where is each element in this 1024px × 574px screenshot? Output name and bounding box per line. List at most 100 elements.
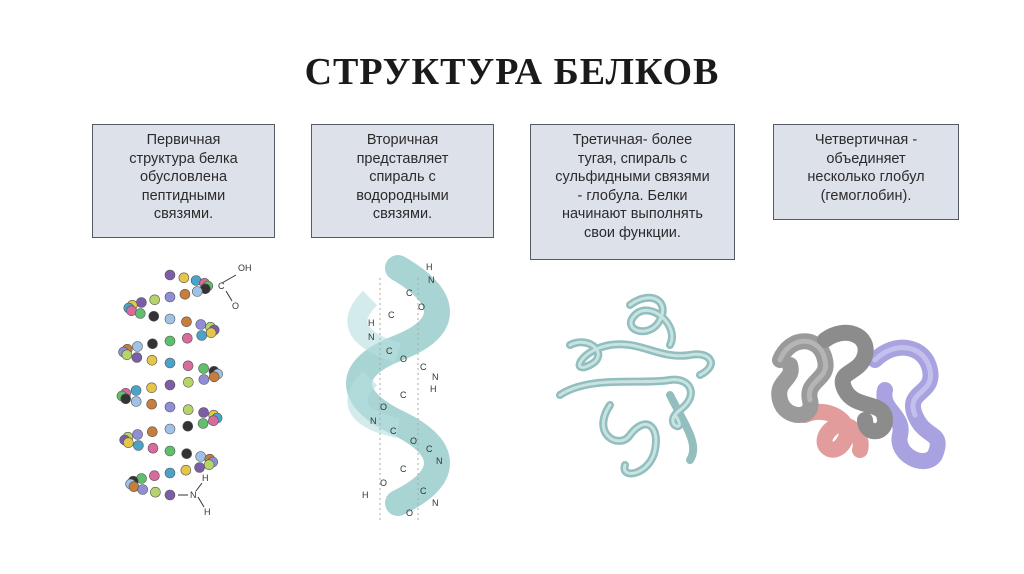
amino-acid-bead	[164, 467, 176, 479]
helix-atom-label: N	[432, 372, 439, 382]
amino-acid-bead	[198, 374, 210, 385]
amino-acid-bead	[164, 423, 176, 435]
amino-acid-bead	[164, 357, 176, 369]
amino-acid-bead	[164, 291, 176, 303]
amino-acid-bead	[164, 401, 176, 413]
amino-acid-bead	[208, 415, 219, 426]
amino-acid-bead	[182, 360, 194, 372]
amino-acid-bead	[198, 407, 209, 418]
quaternary-structure-box: Четвертичная - объединяет несколько глоб…	[773, 124, 959, 220]
amino-acid-bead	[148, 310, 160, 322]
amino-acid-bead	[196, 330, 207, 341]
amino-acid-bead	[130, 396, 142, 407]
helix-atom-label: N	[432, 498, 439, 508]
tertiary-structure-box: Третичная- более тугая, спираль с сульфи…	[530, 124, 735, 260]
helix-atom-label: H	[426, 262, 433, 272]
helix-atom-label: O	[380, 402, 387, 412]
amino-acid-bead	[123, 437, 134, 448]
amino-acid-bead	[146, 382, 157, 394]
amino-acid-bead	[120, 393, 131, 405]
helix-atom-label: C	[406, 288, 413, 298]
helix-atom-label: C	[388, 310, 395, 320]
amino-acid-bead	[203, 459, 215, 470]
amino-acid-bead	[179, 288, 191, 300]
helix-atom-label: O	[380, 478, 387, 488]
amino-acid-bead	[164, 335, 176, 347]
globule-red	[797, 403, 869, 458]
amino-acid-bead	[194, 462, 205, 473]
amino-acid-bead	[150, 486, 161, 498]
helix-atom-label: C	[390, 426, 397, 436]
amino-acid-bead	[208, 371, 220, 383]
amino-acid-bead	[131, 352, 143, 363]
helix-atom-label: C	[400, 390, 407, 400]
amino-acid-bead	[147, 442, 159, 454]
amino-acid-bead	[164, 489, 176, 501]
amino-acid-bead	[137, 484, 149, 495]
amino-acid-bead	[149, 470, 160, 481]
chem-label-h-bottom: H	[204, 507, 211, 517]
helix-atom-label: C	[400, 464, 407, 474]
secondary-structure-text: Вторичная представляет спираль с водород…	[356, 132, 449, 222]
helix-atom-label: O	[406, 508, 413, 518]
secondary-structure-box: Вторичная представляет спираль с водород…	[311, 124, 494, 238]
tertiary-structure-text: Третичная- более тугая, спираль с сульфи…	[555, 132, 710, 241]
chem-label-o-top: O	[232, 301, 239, 311]
amino-acid-bead	[178, 272, 190, 284]
helix-atom-label: C	[386, 346, 393, 356]
amino-acid-bead	[181, 448, 192, 459]
primary-structure-bead-chain: C OH O N H H	[116, 263, 252, 517]
amino-acid-bead	[164, 269, 176, 281]
amino-acid-bead	[146, 355, 158, 366]
amino-acid-bead	[147, 338, 158, 350]
amino-acid-bead	[195, 319, 207, 330]
amino-acid-bead	[133, 440, 144, 451]
primary-structure-box: Первичная структура белка обусловлена пе…	[92, 124, 275, 238]
helix-atom-label: O	[418, 302, 425, 312]
helix-atom-label: N	[436, 456, 443, 466]
helix-atom-label: C	[426, 444, 433, 454]
helix-atom-label: C	[420, 362, 427, 372]
helix-atom-label: N	[368, 332, 375, 342]
amino-acid-bead	[146, 398, 158, 410]
amino-acid-bead	[197, 418, 209, 429]
amino-acid-bead	[164, 379, 176, 391]
amino-acid-bead	[121, 349, 133, 361]
amino-acid-bead	[182, 420, 194, 432]
amino-acid-bead	[149, 294, 161, 306]
amino-acid-bead	[195, 451, 206, 462]
quaternary-structure-text: Четвертичная - объединяет несколько глоб…	[807, 132, 925, 204]
helix-atom-label: N	[428, 275, 435, 285]
primary-structure-text: Первичная структура белка обусловлена пе…	[129, 132, 238, 222]
helix-atom-label: O	[400, 354, 407, 364]
amino-acid-bead	[198, 363, 209, 374]
amino-acid-bead	[146, 426, 158, 437]
amino-acid-bead	[136, 297, 147, 308]
slide-title: СТРУКТУРА БЕЛКОВ	[304, 51, 720, 93]
amino-acid-bead	[182, 333, 193, 344]
helix-atom-label: H	[430, 384, 437, 394]
amino-acid-bead	[192, 286, 203, 297]
helix-atom-label: C	[420, 486, 427, 496]
amino-acid-bead	[132, 341, 143, 352]
chem-label-oh: OH	[238, 263, 252, 273]
amino-acid-bead	[164, 313, 176, 325]
helix-atom-label: O	[410, 436, 417, 446]
globule-gray-2	[817, 324, 893, 440]
amino-acid-bead	[126, 305, 137, 317]
chem-label-h-bottom-2: H	[202, 473, 209, 483]
helix-atom-label: H	[362, 490, 369, 500]
helix-atom-label: N	[370, 416, 377, 426]
amino-acid-bead	[130, 385, 142, 396]
amino-acid-bead	[181, 316, 192, 328]
amino-acid-bead	[183, 377, 194, 388]
amino-acid-bead	[205, 327, 217, 339]
chem-label-c-top: C	[218, 281, 225, 291]
amino-acid-bead	[132, 429, 143, 440]
amino-acid-bead	[164, 445, 176, 457]
quaternary-structure-globules	[771, 324, 946, 469]
amino-acid-bead	[134, 308, 146, 319]
helix-atom-label: H	[368, 318, 375, 328]
